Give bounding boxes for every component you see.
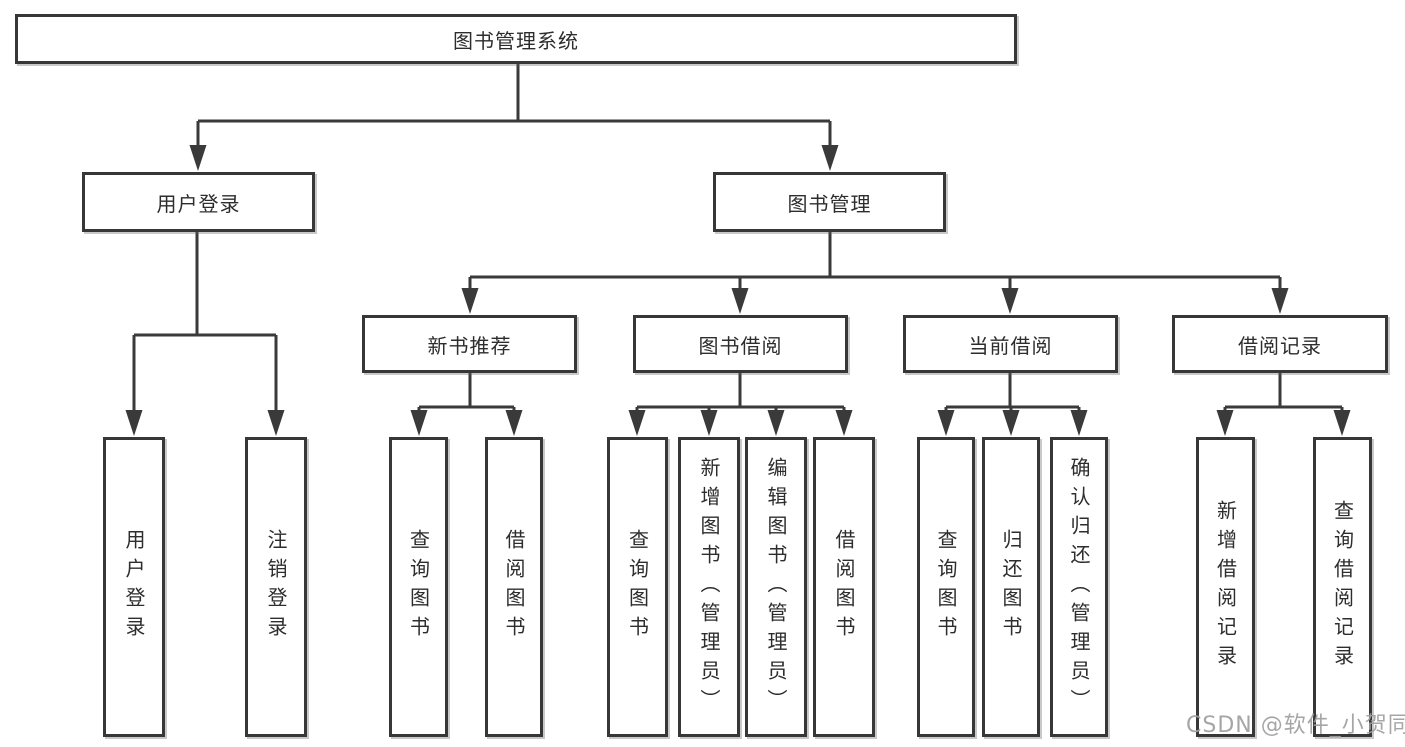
arrow-down-icon [937, 410, 955, 436]
leaf-borrowing-borrow-books: 借阅图书 [813, 437, 875, 737]
csdn-watermark: CSDN @软件_小贺同学 [1186, 713, 1405, 738]
leaf-recommend-borrow-books-label: 借阅图书 [502, 529, 526, 645]
node-user-login: 用户登录 [82, 172, 315, 232]
leaf-borrowing-query-books: 查询图书 [607, 437, 668, 737]
node-book-borrowing: 图书借阅 [633, 315, 848, 373]
node-book-management: 图书管理 [713, 172, 946, 232]
leaf-add-borrow-record-label: 新增借阅记录 [1213, 500, 1238, 674]
leaf-current-query-books-label: 查询图书 [934, 529, 958, 645]
leaf-user-login-label: 用户登录 [122, 529, 146, 645]
leaf-borrowing-query-books-label: 查询图书 [625, 529, 650, 645]
leaf-add-borrow-record: 新增借阅记录 [1196, 437, 1255, 737]
arrow-down-icon [125, 410, 143, 436]
arrow-down-icon [1001, 288, 1019, 314]
node-book-borrowing-label: 图书借阅 [698, 333, 783, 358]
arrow-down-icon [835, 410, 853, 436]
node-borrowing-records-label: 借阅记录 [1238, 333, 1322, 358]
node-book-management-label: 图书管理 [787, 191, 872, 216]
connector-root-to-level2 [196, 64, 832, 150]
leaf-current-query-books: 查询图书 [917, 437, 975, 737]
arrow-down-icon [505, 410, 523, 436]
leaf-return-books: 归还图书 [982, 437, 1040, 737]
arrow-down-icon [189, 145, 207, 171]
leaf-return-books-label: 归还图书 [999, 529, 1023, 645]
leaf-recommend-query-books: 查询图书 [389, 437, 448, 737]
node-user-login-label: 用户登录 [156, 191, 241, 216]
arrow-down-icon [1333, 410, 1351, 436]
connector-current-children [944, 373, 1081, 414]
leaf-edit-books-admin: 编辑图书（管理员） [745, 437, 807, 737]
node-new-book-recommend-label: 新书推荐 [427, 333, 512, 358]
connector-book-mgmt-children [468, 232, 1282, 294]
arrow-down-icon [461, 288, 479, 314]
node-new-book-recommend: 新书推荐 [362, 315, 577, 373]
arrow-down-icon [1271, 288, 1289, 314]
arrow-down-icon [410, 410, 428, 436]
arrow-down-icon [731, 288, 749, 314]
leaf-edit-books-admin-label: 编辑图书（管理员） [764, 456, 788, 718]
leaf-add-books-admin-label: 新增图书（管理员） [697, 456, 721, 718]
node-root-label: 图书管理系统 [453, 28, 579, 53]
node-borrowing-records: 借阅记录 [1172, 315, 1388, 373]
connector-user-login-children [132, 232, 278, 416]
leaf-user-login: 用户登录 [103, 437, 165, 737]
leaf-recommend-query-books-label: 查询图书 [406, 529, 431, 645]
arrow-down-icon [267, 410, 285, 436]
leaf-query-borrow-record-label: 查询借阅记录 [1330, 500, 1355, 674]
leaf-confirm-return-admin: 确认归还（管理员） [1050, 437, 1108, 737]
leaf-logout-label: 注销登录 [264, 529, 288, 645]
node-root: 图书管理系统 [15, 14, 1017, 64]
leaf-query-borrow-record: 查询借阅记录 [1313, 437, 1372, 737]
leaf-logout: 注销登录 [245, 437, 307, 737]
leaf-confirm-return-admin-label: 确认归还（管理员） [1067, 456, 1091, 718]
connector-new-book-children [417, 373, 516, 414]
arrow-down-icon [821, 145, 839, 171]
connector-borrow-children [635, 373, 846, 414]
arrow-down-icon [1002, 410, 1020, 436]
leaf-add-books-admin: 新增图书（管理员） [678, 437, 740, 737]
arrow-down-icon [1070, 410, 1088, 436]
node-current-borrowing: 当前借阅 [903, 315, 1118, 373]
arrow-down-icon [700, 410, 718, 436]
leaf-borrowing-borrow-books-label: 借阅图书 [832, 529, 856, 645]
node-current-borrowing-label: 当前借阅 [968, 333, 1053, 358]
arrow-down-icon [1216, 410, 1234, 436]
connector-records-children [1223, 373, 1344, 414]
arrow-down-icon [767, 410, 785, 436]
leaf-recommend-borrow-books: 借阅图书 [485, 437, 543, 737]
arrow-down-icon [628, 410, 646, 436]
